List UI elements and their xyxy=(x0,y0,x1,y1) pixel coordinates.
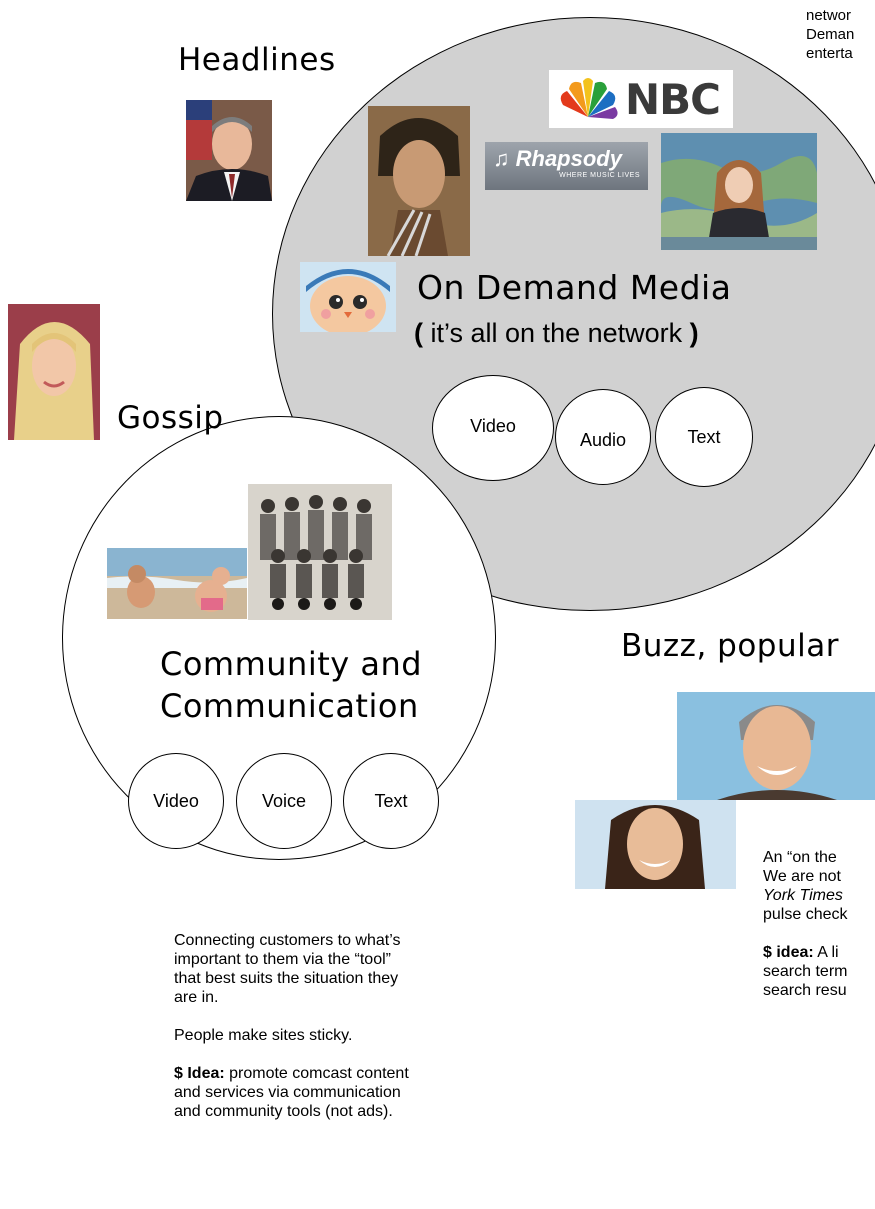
peacock-icon xyxy=(560,78,618,119)
community-text-circle: Text xyxy=(343,753,439,849)
nbc-logo: NBC xyxy=(549,70,733,128)
gossip-label: Gossip xyxy=(117,400,224,436)
buzz-description: An “on the We are not York Times pulse c… xyxy=(763,849,848,999)
buzz-label: Buzz, popular xyxy=(621,628,839,664)
on-demand-video-circle: Video xyxy=(432,375,554,481)
gossip-photo xyxy=(8,304,100,440)
popular-man-photo xyxy=(677,692,875,800)
cartoon-character-photo xyxy=(300,262,396,332)
community-video-circle: Video xyxy=(128,753,224,849)
community-voice-circle: Voice xyxy=(236,753,332,849)
community-title: Community and Communication xyxy=(160,645,423,725)
news-anchor-photo xyxy=(661,133,817,250)
music-note-icon: ♫ xyxy=(493,146,510,171)
on-demand-text-circle: Text xyxy=(655,387,753,487)
wolverine-photo xyxy=(368,106,470,256)
top-right-text: networ Deman enterta xyxy=(806,7,855,62)
beach-children-photo xyxy=(107,548,247,619)
headlines-label: Headlines xyxy=(178,42,336,78)
popular-woman-photo xyxy=(575,800,736,889)
on-demand-title: On Demand Media xyxy=(417,268,732,307)
on-demand-subtitle: ( it’s all on the network ) xyxy=(414,318,699,348)
headlines-photo xyxy=(186,100,272,201)
rhapsody-logo: ♫ Rhapsody WHERE MUSIC LIVES xyxy=(485,142,648,190)
on-demand-audio-circle: Audio xyxy=(555,389,651,485)
community-description: Connecting customers to what’s important… xyxy=(174,932,409,1120)
vintage-group-photo xyxy=(248,484,392,620)
